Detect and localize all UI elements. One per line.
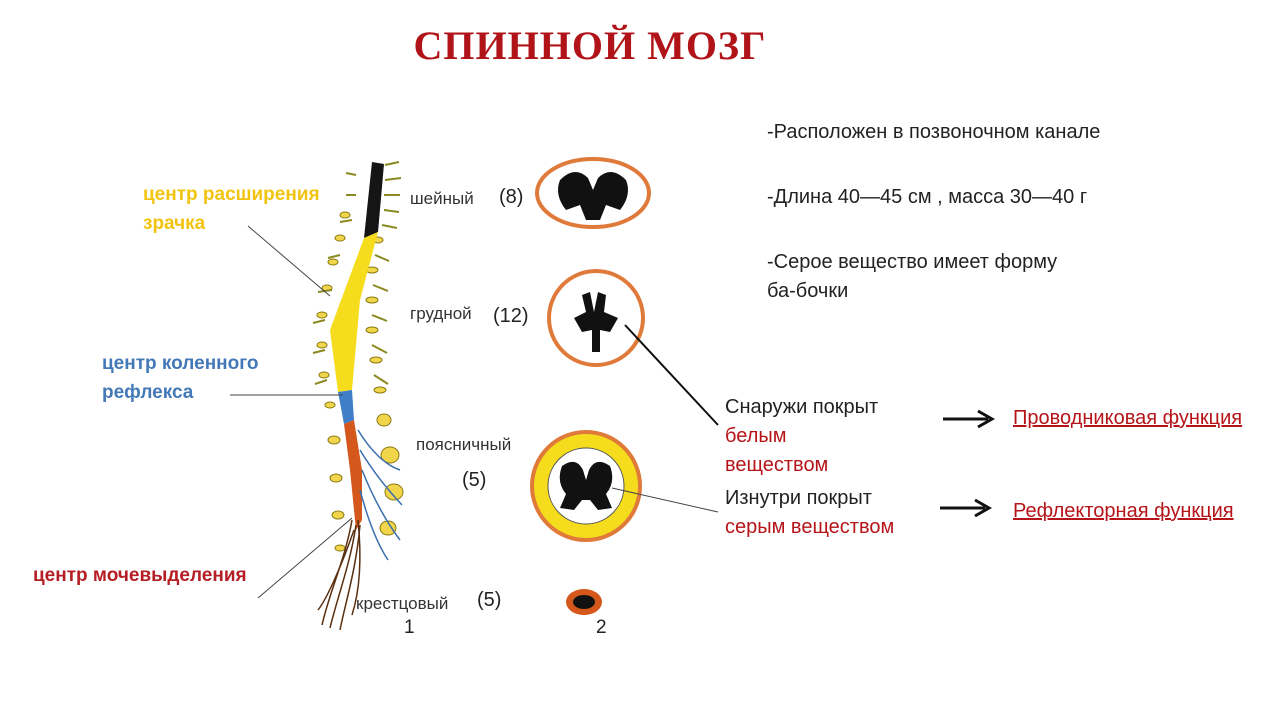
- segment-cervical: шейный: [410, 189, 474, 208]
- label-knee-line1: центр коленного: [102, 353, 259, 374]
- inner-covering-text: Изнутри покрыт серым веществом: [725, 484, 894, 542]
- segment-sacral-count: (5): [477, 589, 502, 611]
- page-title: СПИННОЙ МОЗГ: [413, 23, 767, 68]
- label-pupil-line1: центр расширения: [143, 184, 320, 205]
- segment-cervical-count: (8): [499, 186, 524, 208]
- outer-covering-text: Снаружи покрыт белым веществом: [725, 393, 878, 480]
- fact-grey-matter-cont: ба-бочки: [767, 280, 849, 302]
- arrow-right-icon: [940, 498, 993, 518]
- fact-grey-matter: -Серое вещество имеет форму: [767, 251, 1058, 273]
- figure-label-1: 1: [404, 617, 415, 638]
- outer-covering-line1: Снаружи покрыт: [725, 396, 879, 418]
- label-knee-center: центр коленного рефлекса: [102, 349, 259, 407]
- segment-lumbar: поясничный: [416, 435, 512, 454]
- label-urination-center: центр мочевыделения: [33, 565, 247, 586]
- cross-section-sacral: [566, 589, 602, 615]
- conduction-function-link[interactable]: Проводниковая функция: [1013, 407, 1243, 429]
- figure-label-2: 2: [596, 617, 607, 638]
- inner-covering-line2: серым веществом: [725, 516, 895, 538]
- fact-location: -Расположен в позвоночном канале: [767, 121, 1101, 143]
- label-pupil-center: центр расширения зрачка: [143, 180, 320, 238]
- outer-covering-line2: белым: [725, 425, 787, 447]
- label-pupil-line2: зрачка: [143, 213, 206, 234]
- outer-covering-line3: веществом: [725, 454, 829, 476]
- segment-thoracic: грудной: [410, 304, 472, 323]
- cross-section-cervical: [535, 157, 651, 229]
- inner-covering-line1: Изнутри покрыт: [725, 487, 872, 509]
- spinal-cord-side-view: [312, 161, 404, 631]
- segment-thoracic-count: (12): [493, 305, 529, 327]
- arrow-right-icon: [943, 409, 996, 429]
- segment-sacral: крестцовый: [356, 594, 449, 613]
- cross-section-thoracic: [547, 269, 645, 367]
- segment-lumbar-count: (5): [462, 469, 487, 491]
- label-knee-line2: рефлекса: [102, 382, 194, 403]
- reflex-function-link[interactable]: Рефлекторная функция: [1013, 500, 1234, 522]
- cross-section-lumbar: [530, 430, 642, 542]
- fact-size: -Длина 40—45 см , масса 30—40 г: [767, 186, 1088, 208]
